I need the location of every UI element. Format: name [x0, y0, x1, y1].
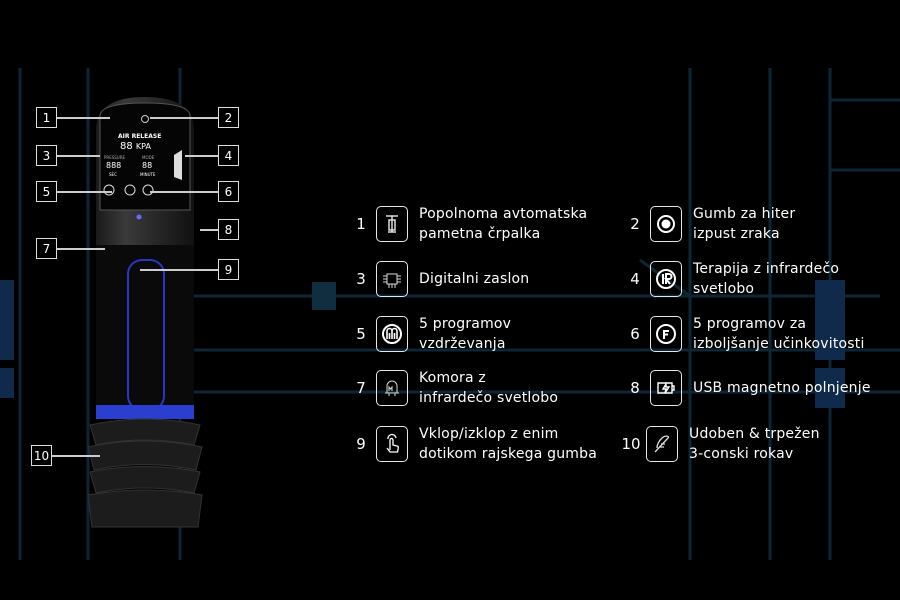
callout-line: [57, 191, 112, 193]
feature-number: 10: [621, 435, 641, 453]
callout-line: [52, 455, 100, 457]
pressure-label: PRESSURE: [104, 155, 126, 160]
feature-number: 1: [356, 215, 366, 233]
feature-text: Gumb za hiter izpust zraka: [693, 206, 796, 242]
callout-3: 3: [36, 145, 57, 166]
feature-item-2: 2 Gumb za hiter izpust zraka: [624, 202, 795, 246]
release-button-icon: [650, 206, 682, 242]
feature-text: 5 programov za izboljšanje učinkovitosti: [693, 316, 865, 352]
pressure-value: 88: [120, 141, 133, 152]
screen-title: AIR RELEASE: [118, 133, 162, 140]
feature-item-5: 5 5 programov vzdrževanja: [350, 312, 511, 356]
feature-number: 4: [630, 270, 640, 288]
feature-item-3: 3 Digitalni zaslon: [350, 257, 529, 301]
pump-device: AIR RELEASE 88 KPA PRESSURE MODE 888 88 …: [82, 95, 208, 535]
callout-7: 7: [36, 238, 57, 259]
callout-line: [57, 248, 105, 250]
feature-number: 7: [356, 379, 366, 397]
feature-item-1: 1 Popolnoma avtomatska pametna črpalka: [350, 202, 587, 246]
feature-number: 3: [356, 270, 366, 288]
callout-line: [140, 269, 218, 271]
feather-icon: [646, 426, 678, 462]
minute-value: 88: [142, 161, 153, 170]
pump-device-illustration: [87, 97, 203, 528]
feature-item-7: 7 Komora z infrardečo svetlobo: [350, 366, 558, 410]
callout-4: 4: [218, 145, 239, 166]
feature-number: 6: [630, 325, 640, 343]
seconds-label: SEC: [109, 172, 117, 177]
feature-text: USB magnetno polnjenje: [693, 380, 871, 396]
minute-label: MINUTE: [140, 172, 156, 177]
feature-item-10: 10 Udoben & trpežen 3-conski rokav: [620, 422, 820, 466]
callout-line: [200, 229, 218, 231]
performance-program-icon: [650, 316, 682, 352]
callout-6: 6: [218, 181, 239, 202]
feature-number: 8: [630, 379, 640, 397]
feature-item-9: 9 Vklop/izklop z enim dotikom rajskega gu…: [350, 422, 597, 466]
pump-icon: [376, 206, 408, 242]
feature-item-4: 4 Terapija z infrardečo svetlobo: [624, 257, 839, 301]
seconds-value: 888: [106, 161, 122, 170]
feature-text: Digitalni zaslon: [419, 271, 530, 287]
callout-line: [57, 117, 110, 119]
infrared-chamber-icon: [376, 370, 408, 406]
feature-text: 5 programov vzdrževanja: [419, 316, 512, 352]
callout-10: 10: [31, 445, 52, 466]
pressure-readout: 88 KPA: [120, 141, 151, 152]
mode-label: MODE: [142, 155, 155, 160]
infrared-icon: [650, 261, 682, 297]
feature-item-8: 8 USB magnetno polnjenje: [624, 366, 871, 410]
feature-text: Terapija z infrardečo svetlobo: [693, 261, 840, 297]
feature-text: Udoben & trpežen 3-conski rokav: [689, 426, 820, 462]
pressure-unit: KPA: [135, 142, 151, 151]
feature-item-6: 6 5 programov za izboljšanje učinkovitost…: [624, 312, 865, 356]
feature-number: 2: [630, 215, 640, 233]
callout-1: 1: [36, 107, 57, 128]
callout-line: [150, 117, 218, 119]
callout-line: [57, 155, 100, 157]
callout-line: [150, 191, 218, 193]
touch-icon: [376, 426, 408, 462]
callout-9: 9: [218, 259, 239, 280]
feature-number: 9: [356, 435, 366, 453]
maintenance-program-icon: [376, 316, 408, 352]
feature-text: Popolnoma avtomatska pametna črpalka: [419, 206, 588, 242]
feature-text: Vklop/izklop z enim dotikom rajskega gum…: [419, 426, 598, 462]
callout-5: 5: [36, 181, 57, 202]
battery-charging-icon: [650, 370, 682, 406]
callout-8: 8: [218, 219, 239, 240]
callout-line: [185, 155, 218, 157]
feature-text: Komora z infrardečo svetlobo: [419, 370, 559, 406]
callout-2: 2: [218, 107, 239, 128]
chip-icon: [376, 261, 408, 297]
feature-number: 5: [356, 325, 366, 343]
